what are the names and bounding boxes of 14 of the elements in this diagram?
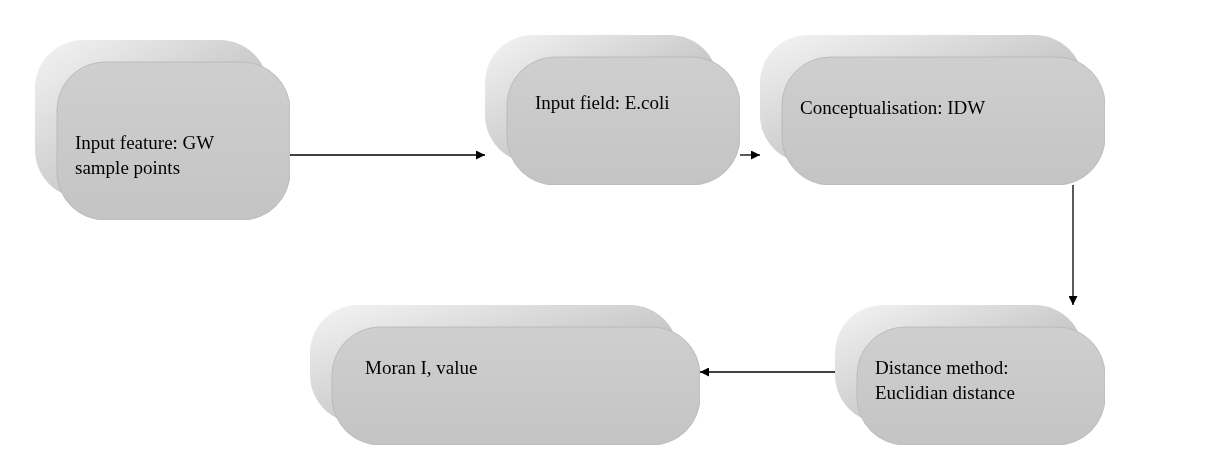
box-label: Moran I, value — [365, 356, 479, 380]
arrow — [739, 150, 761, 160]
process-box — [835, 305, 1105, 445]
arrow — [1068, 184, 1078, 306]
box-label: Conceptualisation: IDW — [800, 96, 987, 120]
process-box — [310, 305, 700, 445]
box-label: Distance method: Euclidian distance — [875, 356, 1016, 405]
arrow — [699, 367, 836, 377]
process-box — [485, 35, 740, 185]
box-label: Input feature: GW sample points — [75, 131, 215, 180]
arrow — [289, 150, 486, 160]
process-box — [760, 35, 1105, 185]
box-label: Input field: E.coli — [535, 91, 671, 115]
process-box — [35, 40, 290, 220]
